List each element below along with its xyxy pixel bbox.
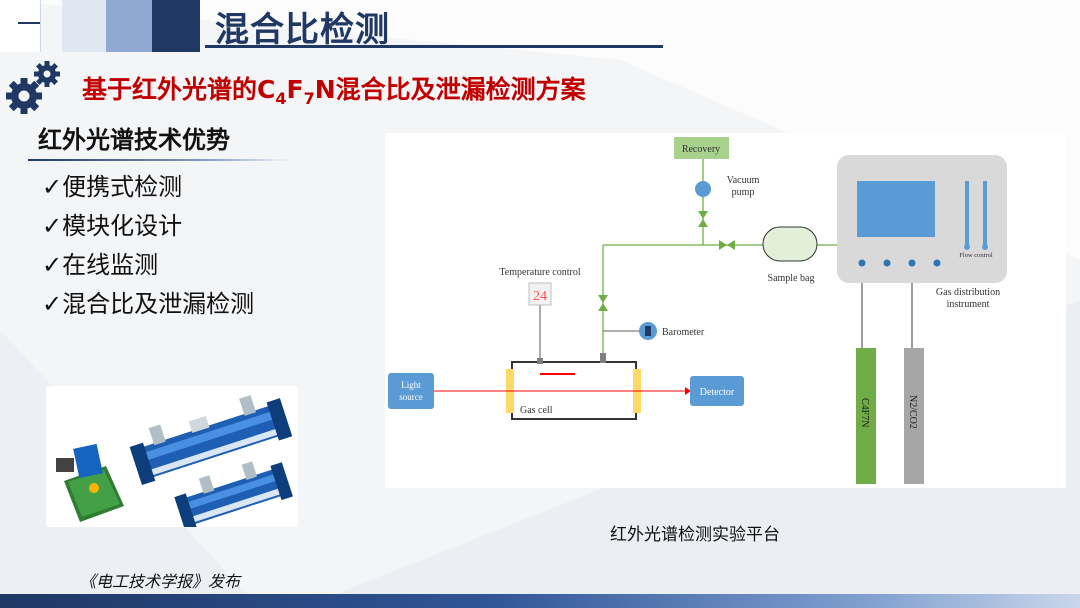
light-source-label-2: source (399, 392, 423, 402)
flow-meter-1 (965, 181, 969, 245)
light-source-box (388, 373, 434, 409)
advantage-item: ✓在线监测 (42, 251, 159, 279)
sample-bag-icon (762, 226, 818, 262)
gas-cell-label: Gas cell (520, 405, 553, 416)
subtitle-f: F (286, 75, 304, 104)
advantage-item: ✓便携式检测 (42, 173, 183, 201)
cylinder-c4f7n (856, 348, 876, 484)
figure-caption: 红外光谱检测实验平台 (610, 525, 780, 545)
subtitle-sub-7: 7 (303, 89, 315, 108)
temperature-display (528, 282, 552, 306)
valve-icon-1 (698, 211, 708, 227)
cylinder-c4f7n-label: C4F7N (859, 398, 870, 427)
flow-meter-2 (983, 181, 987, 245)
header-deco-tick (18, 22, 40, 24)
light-source-label-1: Light (401, 380, 421, 390)
vacuum-pump-icon (695, 181, 711, 197)
instrument-port (858, 259, 866, 267)
instrument-port (908, 259, 916, 267)
temperature-value: 24 (533, 289, 547, 304)
header-deco-block-1 (0, 0, 41, 52)
detector-box (690, 376, 744, 406)
advantages-title: 红外光谱技术优势 (38, 126, 230, 154)
valve-icon-3 (598, 295, 608, 311)
cylinder-n2co2-label: N2/CO2 (907, 395, 918, 429)
gears-icon (6, 61, 60, 114)
subtitle-sub-4: 4 (275, 89, 287, 108)
subtitle-prefix: 基于红外光谱的C (82, 75, 276, 104)
advantage-item: ✓模块化设计 (42, 212, 183, 240)
instrument-port (883, 259, 891, 267)
source-credit: 《电工技术学报》发布 (80, 572, 241, 591)
advantage-item: ✓混合比及泄漏检测 (42, 290, 255, 318)
vacuum-pump-label-1: Vacuum (727, 175, 760, 186)
subtitle-suffix: N混合比及泄漏检测方案 (314, 75, 586, 104)
slide-subtitle: 基于红外光谱的C4F7N混合比及泄漏检测方案 (82, 70, 586, 108)
valve-icon-2 (719, 240, 735, 250)
slide-title: 混合比检测 (215, 10, 390, 50)
detector-label: Detector (700, 387, 735, 398)
gas-distribution-label-2: instrument (947, 299, 990, 310)
advantages-underline (28, 159, 290, 161)
header-deco-block-3 (106, 0, 152, 52)
recovery-box (674, 137, 729, 159)
instrument-port (933, 259, 941, 267)
temperature-control-label: Temperature control (499, 267, 580, 278)
cylinder-n2co2 (904, 348, 924, 484)
advantages-list: ✓便携式检测 ✓模块化设计 ✓在线监测 ✓混合比及泄漏检测 (42, 170, 254, 326)
flow-control-label: Flow control (959, 252, 993, 259)
experimental-platform-diagram: Recovery Vacuum pump Sample bag Flow con… (385, 133, 1066, 488)
sample-bag-label: Sample bag (768, 273, 815, 284)
gas-distribution-label-1: Gas distribution (936, 287, 1000, 298)
barometer-label: Barometer (662, 327, 705, 338)
vacuum-pump-label-2: pump (732, 187, 755, 198)
title-underline (205, 45, 663, 48)
gas-cell-module-photo (46, 386, 298, 527)
bottom-bar (0, 594, 1080, 608)
header-deco-block-2 (62, 0, 106, 52)
recovery-label: Recovery (682, 144, 720, 155)
header-deco-block-4 (152, 0, 200, 52)
instrument-screen (857, 181, 935, 237)
